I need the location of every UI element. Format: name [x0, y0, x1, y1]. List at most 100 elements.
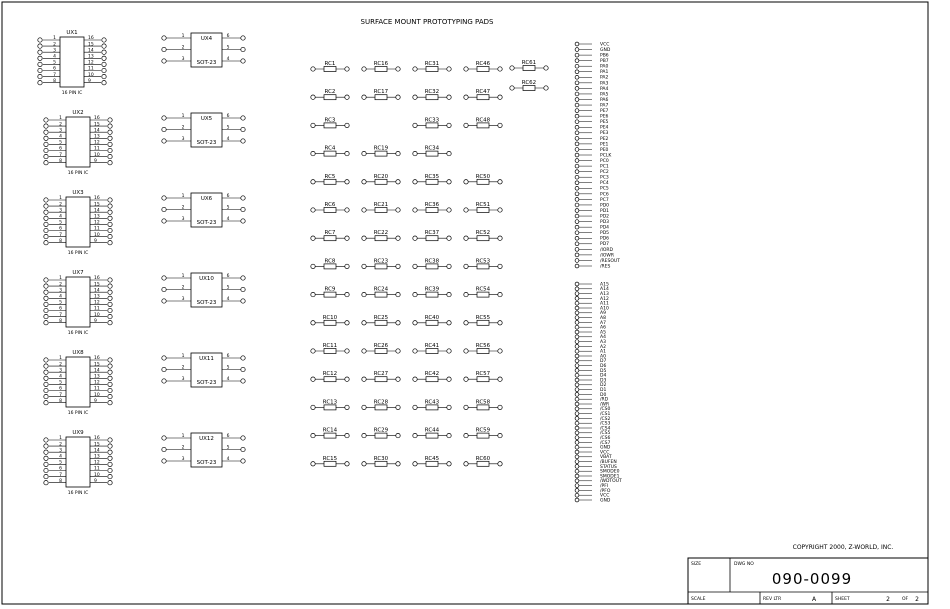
rc-body: [425, 235, 439, 242]
pin-number: 1: [182, 113, 185, 119]
rc-body: [323, 150, 337, 157]
connector-pad: [574, 186, 580, 191]
pin-pad: [43, 474, 49, 480]
connector-signal-label: D0: [600, 392, 606, 398]
connector-pin: PC3: [574, 175, 609, 181]
dip-ref: UX8: [72, 350, 84, 356]
connector-signal-label: PE4: [600, 125, 609, 131]
connector-pad: [574, 41, 580, 47]
rc-body: [425, 178, 439, 185]
rc-body: [425, 319, 439, 326]
connector-pin: VCC: [574, 493, 609, 499]
pin-pad: [107, 283, 113, 289]
connector-pad: [574, 468, 580, 474]
pin-number: 11: [94, 226, 100, 232]
dip-ref: UX2: [72, 110, 83, 116]
connector-pin: PD5: [574, 230, 609, 236]
rc-pad: RC53: [463, 258, 503, 270]
rc-pad-left: [412, 348, 418, 354]
rc-ref: RC6: [325, 202, 336, 208]
connector-signal-label: PC1: [600, 164, 609, 170]
connector-pin: PA6: [574, 97, 609, 103]
rc-pad: RC55: [463, 315, 503, 326]
rc-pad-left: [361, 94, 367, 100]
pin-number: 15: [88, 41, 94, 47]
connector-pin: /CS2: [574, 416, 611, 422]
rc-body: [476, 94, 490, 101]
rc-body: [425, 122, 439, 129]
pin-pad: [161, 458, 167, 464]
connector-pad: [574, 315, 580, 320]
connector-pin: PC7: [574, 197, 609, 203]
connector-pin: VBAT: [574, 454, 612, 460]
connector-pin: VCC: [574, 41, 609, 47]
connector-signal-label: /CS3: [600, 421, 611, 427]
connector-pad: [574, 236, 580, 241]
connector-pad: [574, 113, 580, 119]
rc-pad-right: [344, 179, 350, 185]
connector-pad: [574, 141, 580, 147]
connector-pad: [574, 180, 580, 186]
connector-pin: PD3: [574, 219, 609, 225]
connector-pad: [574, 305, 580, 311]
rc-pad-left: [463, 94, 469, 100]
connector-pad: [574, 387, 580, 392]
pin-number: 4: [227, 136, 230, 142]
pin-number: 3: [182, 456, 185, 462]
rc-body: [374, 291, 388, 298]
connector-pin: A15: [574, 281, 609, 287]
rc-pad: RC35: [412, 174, 452, 185]
rc-body: [323, 404, 337, 411]
connector-pad: [574, 473, 580, 479]
connector-pad: [574, 47, 580, 52]
connector-pad: [574, 401, 580, 407]
rc-pad-right: [344, 207, 350, 213]
pin-pad: [101, 55, 107, 61]
rc-pad: RC48: [463, 117, 503, 129]
pin-number: 6: [227, 33, 230, 39]
rc-pad: RC50: [463, 174, 503, 185]
connector-pin: PA0: [574, 64, 609, 70]
pin-pad: [43, 123, 49, 129]
rc-pad: RC25: [361, 315, 401, 326]
rc-pad-left: [361, 461, 367, 467]
pin-pad: [161, 446, 167, 453]
connector-signal-label: PD6: [600, 236, 609, 242]
connector-pin: PC2: [574, 169, 609, 175]
rc-body: [425, 432, 439, 439]
pin-number: 5: [59, 300, 62, 306]
connector-pin: PD6: [574, 236, 609, 242]
rc-pad-right: [446, 66, 452, 72]
connector-signal-label: /RESOUT: [600, 258, 620, 264]
pin-number: 1: [59, 435, 62, 441]
pin-pad: [240, 446, 246, 453]
pin-number: 6: [227, 273, 230, 279]
rc-pad-left: [412, 376, 418, 382]
connector-pad: [574, 163, 580, 169]
connector-pad: [574, 344, 580, 349]
rc-pad: RC23: [361, 258, 401, 270]
pin-number: 12: [94, 460, 100, 466]
rc-ref: RC17: [374, 89, 389, 95]
connector-signal-label: A12: [600, 296, 609, 302]
connector-pin: PA7: [574, 102, 609, 108]
rc-body: [425, 460, 439, 467]
pin-number: 3: [182, 376, 185, 382]
rc-body: [476, 207, 490, 213]
pin-pad: [101, 49, 107, 55]
rc-pad: RC3: [310, 117, 350, 129]
connector-pin: /CS6: [574, 435, 611, 441]
pin-number: 9: [88, 78, 91, 84]
sot23-ref: UX5: [201, 116, 213, 122]
pin-number: 8: [59, 398, 62, 404]
pin-number: 1: [59, 195, 62, 201]
pin-number: 2: [53, 41, 56, 47]
rc-pad: RC21: [361, 202, 401, 213]
rc-pad-left: [463, 179, 469, 185]
connector-signal-label: PB7: [600, 58, 609, 64]
rc-pad-left: [310, 94, 316, 100]
rc-pad: RC36: [412, 202, 452, 213]
connector-signal-label: A10: [600, 305, 609, 311]
